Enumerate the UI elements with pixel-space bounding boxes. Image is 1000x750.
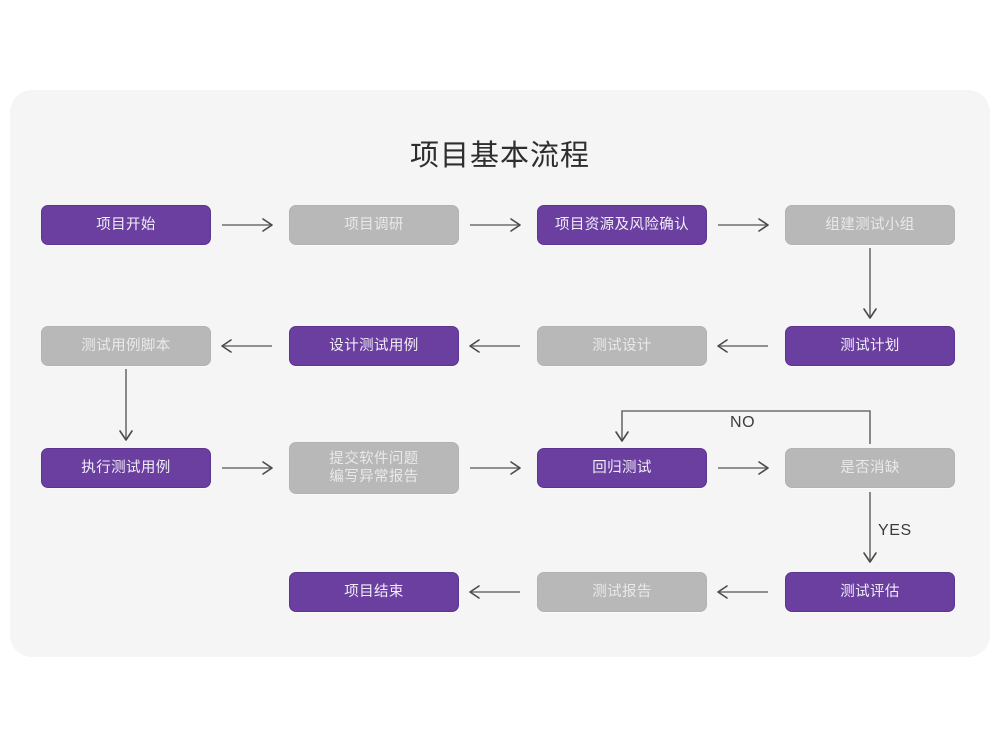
page-title: 项目基本流程 bbox=[409, 140, 590, 172]
node-project-research[interactable]: 项目调研 bbox=[289, 205, 459, 245]
node-submit-defect-report[interactable]: 提交软件问题 编写异常报告 bbox=[289, 442, 459, 494]
node-test-plan[interactable]: 测试计划 bbox=[785, 326, 955, 366]
node-build-test-team[interactable]: 组建测试小组 bbox=[785, 205, 955, 245]
node-test-design[interactable]: 测试设计 bbox=[537, 326, 707, 366]
node-defect-resolved-decision[interactable]: 是否消缺 bbox=[785, 448, 955, 488]
node-design-test-cases[interactable]: 设计测试用例 bbox=[289, 326, 459, 366]
node-test-evaluation[interactable]: 测试评估 bbox=[785, 572, 955, 612]
node-regression-test[interactable]: 回归测试 bbox=[537, 448, 707, 488]
edge-label-yes: YES bbox=[878, 522, 912, 539]
node-resource-risk-confirm[interactable]: 项目资源及风险确认 bbox=[537, 205, 707, 245]
node-project-start[interactable]: 项目开始 bbox=[41, 205, 211, 245]
node-execute-test-cases[interactable]: 执行测试用例 bbox=[41, 448, 211, 488]
flowchart-card bbox=[10, 90, 990, 657]
node-project-end[interactable]: 项目结束 bbox=[289, 572, 459, 612]
edge-label-no: NO bbox=[730, 414, 756, 431]
node-test-case-script[interactable]: 测试用例脚本 bbox=[41, 326, 211, 366]
node-test-report[interactable]: 测试报告 bbox=[537, 572, 707, 612]
